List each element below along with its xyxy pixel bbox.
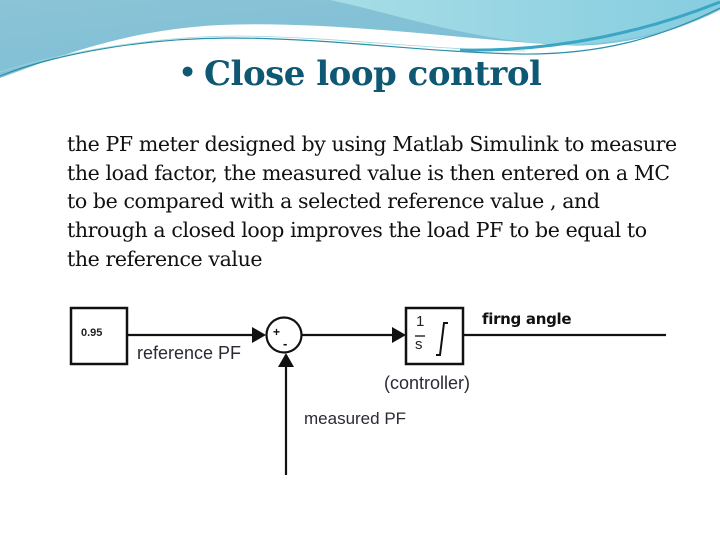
plus-sign: + xyxy=(273,325,280,339)
reference-pf-label: reference PF xyxy=(137,343,242,363)
measured-pf-label: measured PF xyxy=(304,409,407,428)
controller-label: (controller) xyxy=(384,373,471,393)
slide-title-text: Close loop control xyxy=(203,54,542,94)
minus-sign: - xyxy=(283,336,287,351)
constant-value: 0.95 xyxy=(81,327,103,339)
arrowhead-icon xyxy=(392,327,406,343)
controller-denominator: s xyxy=(415,336,423,353)
header-wave-decoration xyxy=(0,0,720,78)
slide-body-text: the PF meter designed by using Matlab Si… xyxy=(67,132,677,270)
saturation-curve-icon xyxy=(436,322,448,356)
closed-loop-block-diagram: + - 0.95 1 s reference PF (controller) m… xyxy=(52,268,672,488)
controller-numerator: 1 xyxy=(416,313,425,330)
firing-angle-label: firng angle xyxy=(482,310,572,328)
slide-title: •Close loop control xyxy=(0,54,720,94)
diagram-lines: + - xyxy=(69,306,666,475)
title-bullet: • xyxy=(178,56,197,89)
arrowhead-icon xyxy=(252,327,266,343)
arrowhead-icon xyxy=(278,353,294,367)
